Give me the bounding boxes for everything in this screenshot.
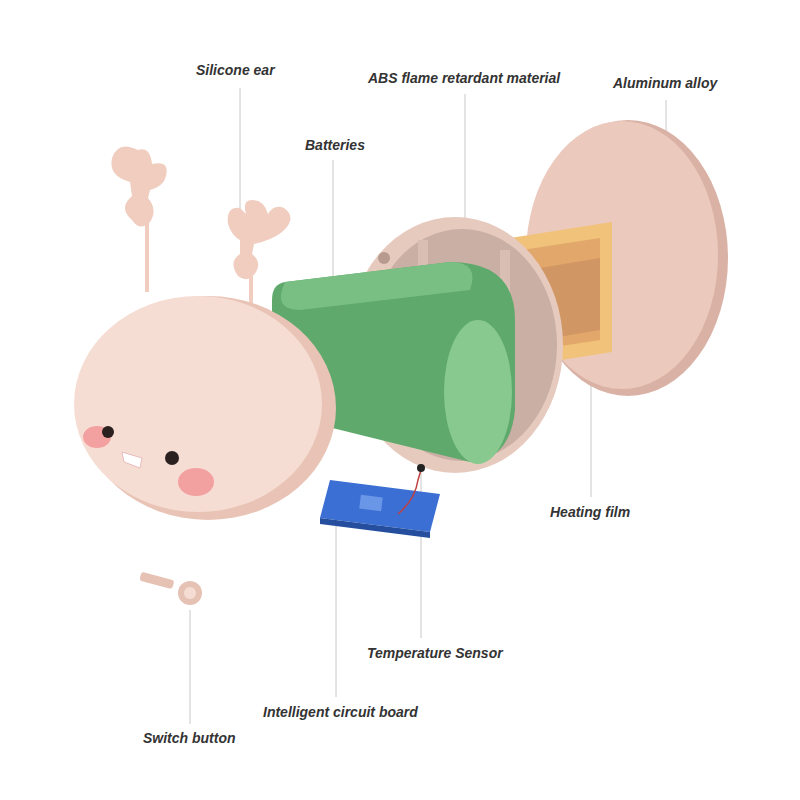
switch-button	[139, 572, 202, 605]
part-label: Intelligent circuit board	[263, 703, 418, 721]
part-label: Temperature Sensor	[367, 644, 503, 662]
front-face	[74, 296, 336, 520]
part-label: Aluminum alloy	[613, 74, 717, 92]
part-label: ABS flame retardant material	[368, 69, 560, 87]
part-label: Batteries	[305, 136, 365, 154]
part-label: Silicone ear	[196, 61, 275, 79]
part-label: Switch button	[143, 729, 236, 747]
part-label: Heating film	[550, 503, 630, 521]
circuit-board	[320, 464, 440, 538]
